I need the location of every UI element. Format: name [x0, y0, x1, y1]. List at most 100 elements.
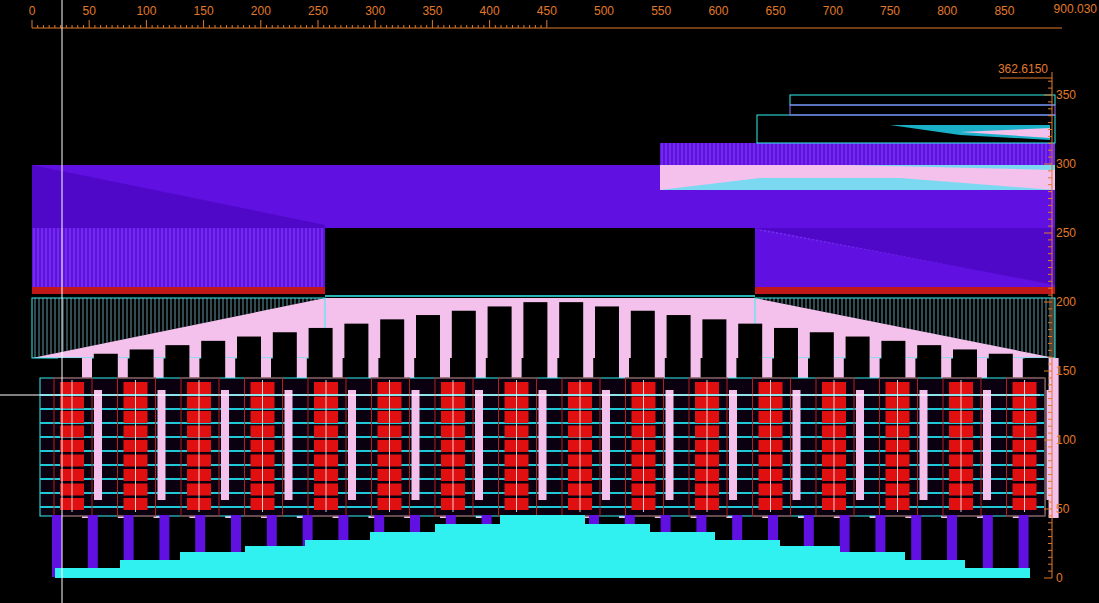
ruler-tick	[260, 20, 261, 28]
cyan-frame	[790, 105, 1055, 115]
hatch-line	[1018, 143, 1019, 165]
hatch-line	[982, 143, 983, 165]
ruler-number: 300	[365, 4, 385, 18]
ruler-tick	[1048, 419, 1052, 420]
hatch-line	[810, 143, 811, 165]
pink-strap	[158, 390, 166, 500]
pink-wedge	[660, 163, 1055, 190]
hatch-line	[738, 143, 739, 165]
ruler-tick	[478, 25, 479, 28]
hatch-line	[765, 230, 766, 232]
hatch-line	[1002, 143, 1003, 165]
pink-strap	[666, 390, 674, 500]
ruler-number: 150	[194, 4, 214, 18]
ruler-tick	[232, 25, 233, 28]
hatch-line	[754, 143, 755, 165]
hatch-line	[71, 298, 72, 350]
ruler-tick	[529, 25, 530, 28]
hatch-line	[986, 298, 987, 344]
ruler-tick	[438, 25, 439, 28]
hatch-line	[786, 143, 787, 165]
hatch-line	[734, 143, 735, 165]
hatch-line	[926, 143, 927, 165]
hatch-line	[1006, 143, 1007, 165]
ruler-number: 250	[1056, 226, 1076, 240]
hatch-line	[322, 226, 323, 288]
cell-line	[834, 380, 835, 512]
ruler-tick	[1048, 288, 1052, 289]
black-column	[488, 306, 512, 378]
ruler-tick	[323, 25, 324, 28]
ruler-tick	[112, 25, 113, 28]
ruler-tick	[220, 25, 221, 28]
hatch-line	[802, 143, 803, 165]
hatch-line	[834, 298, 835, 314]
ruler-tick	[358, 25, 359, 28]
hatch-line	[319, 298, 320, 299]
hatch-line	[1026, 143, 1027, 165]
ruler-tick	[43, 25, 44, 28]
hatch-line	[311, 298, 312, 301]
hatch-line	[43, 298, 44, 356]
ruler-tick	[1048, 226, 1052, 227]
ruler-tick	[1048, 474, 1052, 475]
hatch-line	[79, 298, 80, 348]
hatch-line	[902, 143, 903, 165]
hatch-line	[982, 298, 983, 343]
hatch-line	[135, 298, 136, 337]
hatch-line	[259, 298, 260, 312]
ruler-number: 350	[1056, 88, 1076, 102]
black-column	[595, 306, 619, 378]
hatch-line	[950, 298, 951, 337]
ruler-tick	[146, 20, 147, 28]
hatch-line	[123, 298, 124, 339]
ruler-number: 900.030	[1054, 2, 1097, 16]
hatch-line	[798, 298, 799, 307]
hatch-line	[267, 298, 268, 310]
ruler-tick	[1048, 108, 1052, 109]
hatch-line	[87, 298, 88, 347]
ruler-tick	[140, 25, 141, 28]
cyan-line	[325, 295, 755, 297]
hatch-line	[1026, 298, 1027, 352]
hatch-line	[199, 298, 200, 324]
cell-line	[580, 380, 581, 512]
hatch-line	[918, 298, 919, 331]
cell-line	[262, 380, 263, 512]
hatch-line	[235, 298, 236, 316]
ruler-tick	[1048, 129, 1052, 130]
hatch-line	[1046, 143, 1047, 165]
hatch-line	[223, 298, 224, 319]
ruler-tick	[495, 25, 496, 28]
hatch-line	[934, 298, 935, 334]
ruler-tick	[1048, 115, 1052, 116]
ruler-tick	[1044, 440, 1052, 441]
hatch-line	[950, 143, 951, 165]
cell-line	[770, 380, 771, 512]
ruler-tick	[1048, 336, 1052, 337]
hatch-line	[898, 298, 899, 327]
hatch-line	[271, 298, 272, 309]
pink-strap	[539, 390, 547, 500]
hatch-line	[39, 298, 40, 357]
hatch-line	[314, 224, 315, 288]
hatch-line	[1014, 298, 1015, 350]
ruler-tick	[455, 25, 456, 28]
ruler-tick	[1048, 515, 1052, 516]
cell-frame	[372, 378, 410, 516]
ruler-tick	[523, 25, 524, 28]
hatch-line	[858, 298, 859, 319]
hatch-line	[1038, 143, 1039, 165]
purple-bar	[88, 515, 98, 577]
hatch-line	[275, 298, 276, 308]
black-column	[94, 354, 118, 378]
hatch-line	[207, 298, 208, 322]
ruler-tick	[1044, 233, 1052, 234]
hatch-line	[1002, 298, 1003, 347]
hatch-line	[990, 298, 991, 345]
hatch-line	[946, 298, 947, 336]
ruler-number: 850	[994, 4, 1014, 18]
ruler-tick	[1048, 329, 1052, 330]
ruler-number: 0	[29, 4, 36, 18]
